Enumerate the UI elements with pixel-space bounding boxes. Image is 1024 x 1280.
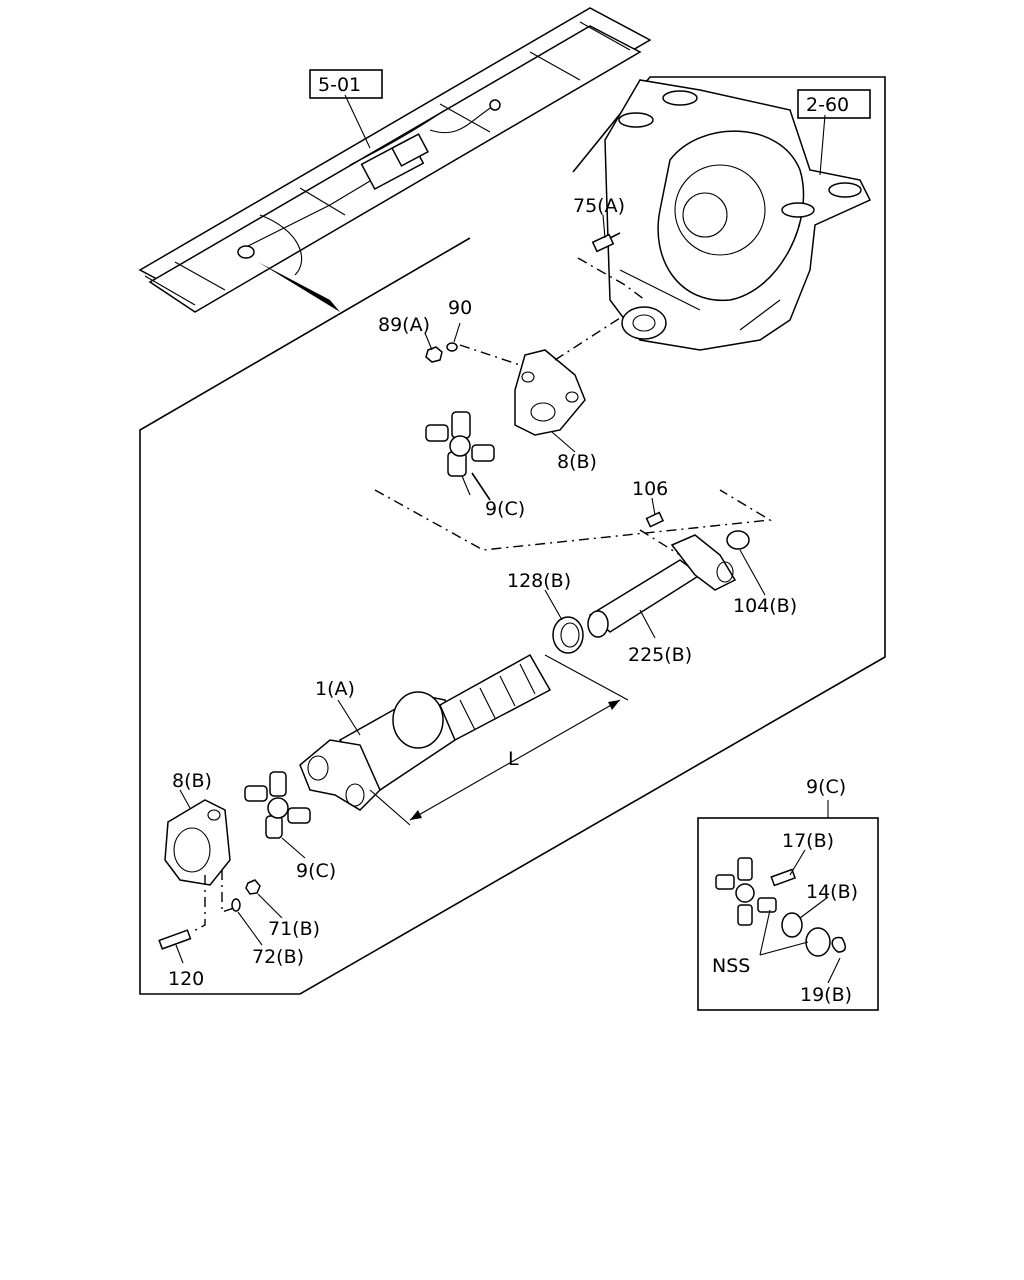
- seal-128b: [552, 616, 584, 654]
- label-9c-left: 9(C): [296, 860, 336, 882]
- universal-joint-top: [425, 411, 495, 477]
- ref-frame-label: 5-01: [318, 74, 361, 96]
- ref-box-transmission: [797, 89, 871, 119]
- ref-box-frame: [309, 69, 383, 99]
- propeller-shaft-1a: [299, 653, 552, 811]
- dimension-l: [369, 654, 629, 826]
- inset-label-14b: 14(B): [806, 881, 858, 903]
- leader-lines: [175, 94, 841, 984]
- inset-ujoint: [715, 857, 846, 957]
- label-120: 120: [168, 968, 204, 990]
- universal-joint-left: [244, 771, 311, 839]
- label-106: 106: [632, 478, 668, 500]
- nut-71b: [245, 879, 261, 895]
- inset-title: 9(C): [806, 776, 846, 798]
- label-71b: 71(B): [268, 918, 320, 940]
- label-1a: 1(A): [315, 678, 355, 700]
- grease-fitting-106: [645, 511, 665, 528]
- label-8b-top: 8(B): [557, 451, 597, 473]
- label-72b: 72(B): [252, 946, 304, 968]
- inset-label-nss: NSS: [712, 955, 750, 977]
- label-104b: 104(B): [733, 595, 797, 617]
- label-9c-top: 9(C): [485, 498, 525, 520]
- label-225b: 225(B): [628, 644, 692, 666]
- label-89a: 89(A): [378, 314, 430, 336]
- flange-yoke-left: [164, 799, 231, 886]
- bolt-120: [158, 929, 192, 950]
- washer-72b: [231, 898, 241, 912]
- ref-transmission-label: 2-60: [806, 94, 849, 116]
- label-dim-l: L: [508, 748, 519, 770]
- inset-label-19b: 19(B): [800, 984, 852, 1006]
- chassis-frame: [138, 7, 652, 313]
- transmission-case: [604, 79, 872, 351]
- inset-box: [697, 817, 879, 1011]
- label-75a: 75(A): [573, 195, 625, 217]
- label-8b-left: 8(B): [172, 770, 212, 792]
- bolt-75a: [591, 232, 621, 253]
- inset-label-17b: 17(B): [782, 830, 834, 852]
- nut-89a: [425, 346, 443, 363]
- label-90: 90: [448, 297, 472, 319]
- group-outline: [139, 76, 886, 995]
- label-128b: 128(B): [507, 570, 571, 592]
- flange-yoke-top: [514, 349, 586, 436]
- washer-90: [446, 342, 458, 352]
- plug-104b: [726, 530, 750, 550]
- slip-yoke-225b: [587, 534, 737, 638]
- bracket-top: [374, 489, 773, 551]
